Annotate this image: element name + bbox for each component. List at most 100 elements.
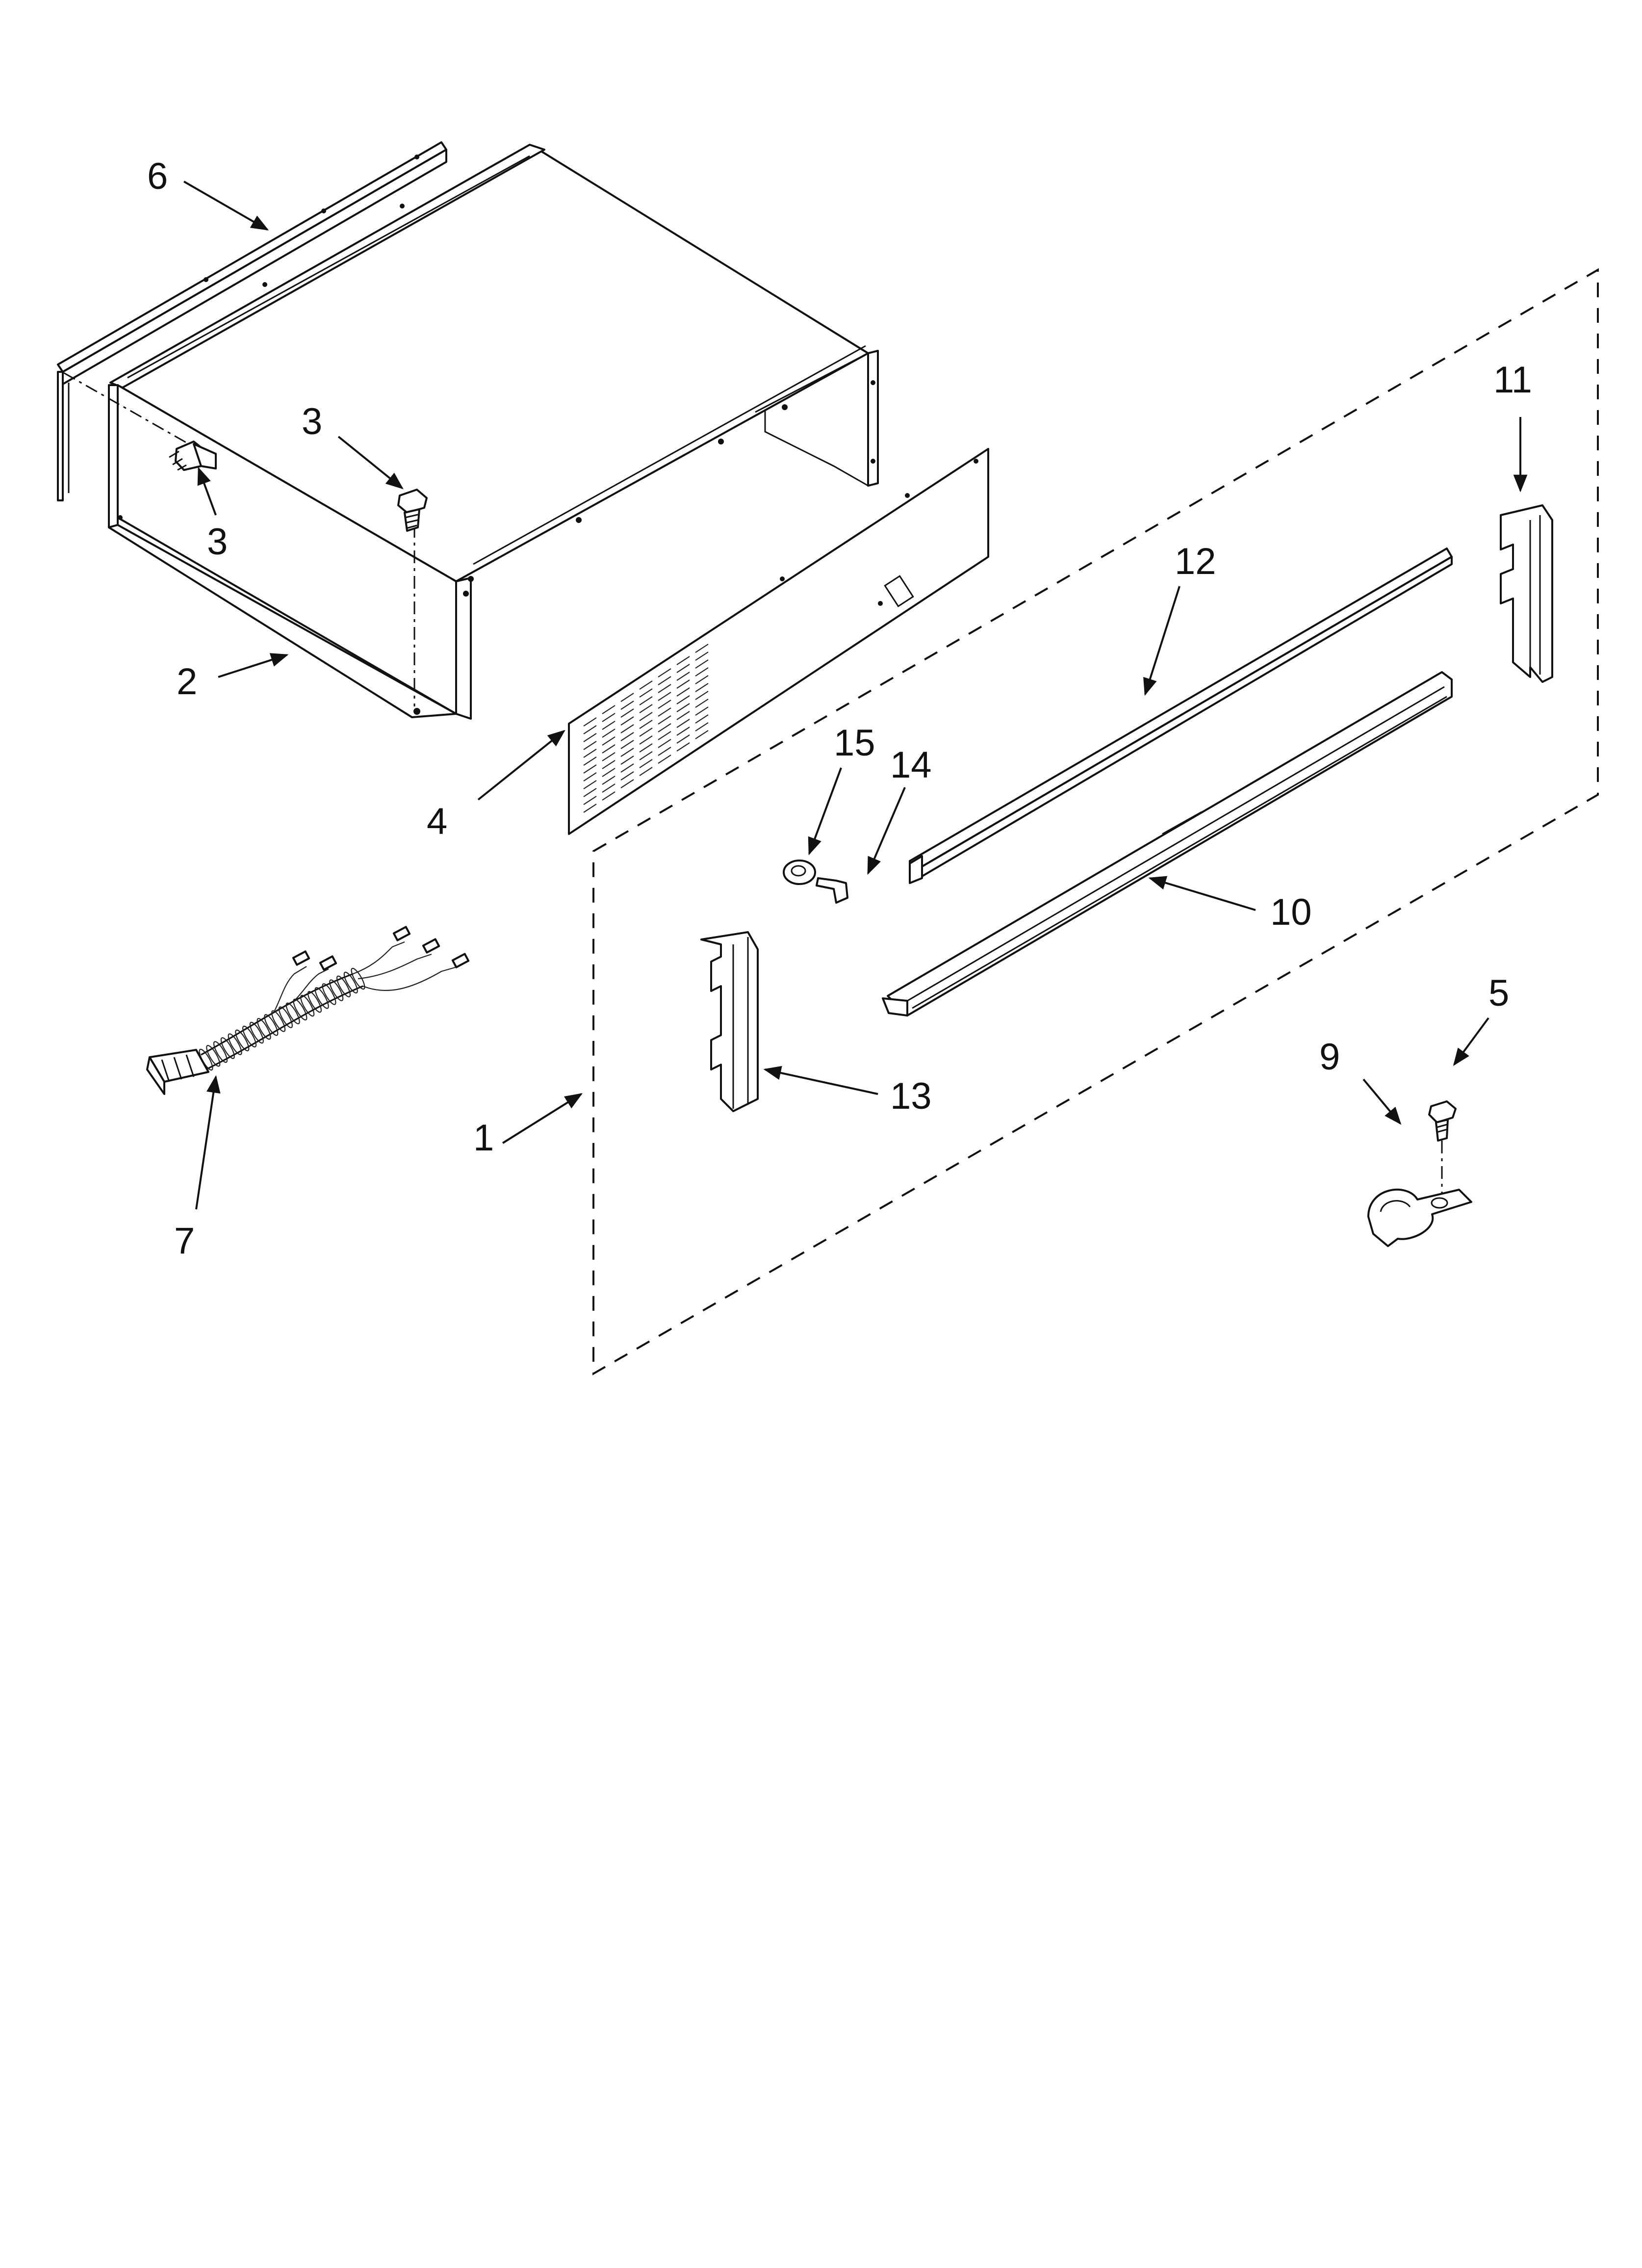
- louver-slot: [658, 755, 671, 764]
- part-15-bumper: [783, 860, 816, 885]
- vent-louvers: [583, 644, 709, 813]
- louver-slot: [602, 705, 616, 714]
- louver-slot: [676, 734, 690, 744]
- conduit-ring: [242, 1025, 257, 1048]
- louver-slot: [583, 733, 597, 742]
- louver-slot: [658, 747, 671, 756]
- callout-9: 9: [1319, 1036, 1340, 1078]
- louver-slot: [639, 759, 653, 768]
- part-11-right-bracket: [1500, 504, 1553, 683]
- louver-slot: [695, 722, 709, 731]
- callout-7: 7: [174, 1220, 195, 1262]
- louver-slot: [602, 776, 616, 785]
- louver-slot: [676, 672, 690, 681]
- louver-slot: [602, 721, 616, 730]
- callout-14: 14: [890, 744, 932, 786]
- louver-slot: [658, 692, 671, 701]
- part-6-screw: [1428, 1100, 1457, 1197]
- louver-slot: [658, 700, 671, 709]
- conduit-ring: [235, 1029, 250, 1051]
- louver-slot: [583, 756, 597, 766]
- louver-slot: [620, 756, 634, 765]
- louver-slot: [676, 719, 690, 728]
- conduit-ring: [300, 994, 315, 1017]
- louver-slot: [639, 767, 653, 776]
- louver-slot: [639, 728, 653, 737]
- louver-slot: [676, 687, 690, 697]
- conduit-ring: [206, 1044, 221, 1067]
- part-9-clamp: [1367, 1188, 1472, 1247]
- conduit-ring: [271, 1010, 286, 1032]
- conduit-ring: [336, 975, 351, 997]
- louver-slot: [695, 699, 709, 708]
- conduit-ring: [343, 971, 358, 994]
- part-3-screw-a: [169, 441, 217, 471]
- louver-slot: [583, 741, 597, 750]
- callout-1: 1: [473, 1117, 494, 1159]
- louver-slot: [639, 688, 653, 698]
- louver-slot: [676, 711, 690, 720]
- louver-slot: [620, 763, 634, 773]
- part-3-screw-b: [397, 489, 428, 532]
- conduit-ring: [220, 1037, 235, 1059]
- louver-slot: [639, 696, 653, 705]
- callout-6: 5: [1488, 972, 1509, 1014]
- louver-slot: [620, 716, 634, 726]
- conduit-ring: [314, 987, 329, 1009]
- louver-slot: [639, 712, 653, 721]
- louver-slot: [676, 679, 690, 689]
- louver-slot: [583, 772, 597, 782]
- conduit-ring: [213, 1041, 228, 1063]
- louver-slot: [602, 729, 616, 738]
- louver-slot: [658, 723, 671, 732]
- louver-slot: [583, 764, 597, 774]
- louver-slot: [695, 714, 709, 724]
- louver-slot: [658, 739, 671, 748]
- louver-slot: [676, 703, 690, 712]
- part-2-housing: [108, 144, 879, 720]
- louver-slot: [602, 744, 616, 754]
- conduit-ring: [307, 991, 322, 1013]
- part-12-upper-rail: [909, 547, 1453, 884]
- callout-labels: 6 3 3 2 4 1 7 11 12 15 14 10 13 5 9: [147, 156, 1532, 1262]
- louver-slot: [602, 736, 616, 746]
- louver-slot: [676, 656, 690, 665]
- louver-slot: [602, 760, 616, 769]
- conduit-ring: [285, 1002, 300, 1024]
- louver-slot: [620, 724, 634, 733]
- louver-slot: [620, 708, 634, 718]
- conduit-ring: [249, 1021, 264, 1044]
- louver-slot: [620, 779, 634, 788]
- louver-slot: [676, 742, 690, 752]
- part-5-front-panel: [568, 448, 989, 835]
- louver-slot: [658, 668, 671, 678]
- louver-slot: [676, 727, 690, 736]
- conduit-ring: [264, 1014, 279, 1036]
- part-10-lower-rail: [882, 671, 1453, 1017]
- louver-slot: [658, 684, 671, 693]
- louver-slot: [695, 706, 709, 716]
- louver-slot: [639, 720, 653, 729]
- louver-slot: [695, 659, 709, 669]
- conduit-ring: [228, 1033, 242, 1055]
- callout-3b: 3: [207, 521, 228, 563]
- callout-15: 15: [834, 722, 875, 764]
- conduit-ring: [293, 998, 308, 1021]
- louver-slot: [658, 676, 671, 685]
- louver-slot: [676, 695, 690, 704]
- part-1-kit-boundary: [592, 268, 1599, 1376]
- louver-slot: [695, 691, 709, 700]
- louver-slot: [695, 675, 709, 684]
- harness-conduit-rings: [199, 967, 365, 1071]
- louver-slot: [639, 680, 653, 690]
- louver-slot: [695, 683, 709, 692]
- louver-slot: [695, 730, 709, 739]
- callout-10: 10: [1270, 891, 1312, 933]
- louver-slot: [602, 783, 616, 793]
- callout-12: 12: [1175, 541, 1216, 582]
- louver-slot: [639, 735, 653, 745]
- louver-slot: [583, 788, 597, 797]
- louver-slot: [695, 667, 709, 677]
- louver-slot: [658, 707, 671, 717]
- louver-slot: [658, 715, 671, 725]
